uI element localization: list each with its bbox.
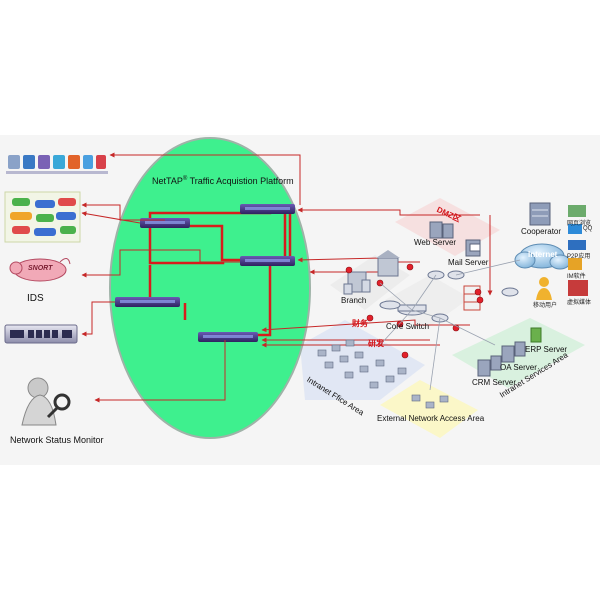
ids-label: IDS xyxy=(27,293,44,304)
network-status-monitor-label: Network Status Monitor xyxy=(10,435,104,445)
app-label-media: 虚拟媒体 xyxy=(567,300,592,306)
dept-label-rnd: 研发 xyxy=(368,339,384,348)
mail-server-label: Mail Server xyxy=(448,258,489,267)
arrow-to-traffic-panel xyxy=(81,202,165,221)
arrow-to-monitor xyxy=(94,340,226,403)
external-pcs xyxy=(411,394,449,409)
platform-title-prefix: NetTAP xyxy=(152,176,183,186)
branch-label: Branch xyxy=(341,296,367,305)
app-label-web: 网页浏览 xyxy=(567,221,592,227)
internet-label: Internet xyxy=(528,250,558,259)
web-server-label: Web Server xyxy=(414,238,457,247)
office-pcs xyxy=(317,339,407,389)
service-servers xyxy=(477,327,542,377)
branch-building-icon xyxy=(343,271,371,295)
hq-building-icon xyxy=(376,250,400,277)
app-label-im: IM软件 xyxy=(567,274,586,280)
arrow-to-traffic-panel-2 xyxy=(81,211,141,224)
cooperator-label: Cooperator xyxy=(521,227,562,236)
app-icon-1 xyxy=(8,155,20,169)
monitor-figure-icon xyxy=(21,377,71,426)
snort-logo xyxy=(9,258,71,282)
platform-title: NetTAP® Traffic Acquistion Platform xyxy=(152,176,294,186)
external-access-zone xyxy=(380,380,478,438)
dept-label-finance: 财务 xyxy=(352,319,368,328)
network-links xyxy=(379,259,521,391)
traffic-flow-panel xyxy=(4,191,81,243)
tap-device-5 xyxy=(198,332,258,342)
tap-device-2 xyxy=(240,204,295,214)
app-icon-4 xyxy=(53,155,65,169)
arrow-to-appliance xyxy=(81,301,115,337)
core-switch-label: Core Switch xyxy=(386,322,430,331)
erp-server-label: ERP Server xyxy=(525,345,568,354)
app-icon-6 xyxy=(83,155,93,169)
right-app-list xyxy=(568,205,588,296)
arrow-to-app-icons xyxy=(109,152,301,205)
tap-device-4 xyxy=(115,297,180,307)
app-icon-5 xyxy=(68,155,80,169)
snort-logo-text: SNORT xyxy=(28,265,53,272)
app-icons-row xyxy=(6,155,108,174)
app-label-p2p: P2P应用 xyxy=(567,254,591,260)
tap-device-3 xyxy=(240,256,295,266)
tap-points xyxy=(345,263,484,359)
internet-cloud-icon xyxy=(514,243,571,270)
app-icon-2 xyxy=(23,155,35,169)
platform-title-sup: ® xyxy=(182,176,188,182)
output-arrows xyxy=(81,152,301,403)
mail-server-icon xyxy=(465,239,481,257)
platform-title-suffix: Traffic Acquistion Platform xyxy=(189,176,294,186)
arrow-to-ids xyxy=(81,249,240,278)
external-network-access-label: External Network Access Area xyxy=(377,414,485,423)
mobile-user-icon xyxy=(536,277,552,300)
rack-appliance xyxy=(4,324,78,344)
app-icon-3 xyxy=(38,155,50,169)
mobile-user-label: 移动用户 xyxy=(533,303,558,309)
web-server-icon xyxy=(429,221,454,239)
crm-server-label: CRM Server xyxy=(472,378,517,387)
app-icon-7 xyxy=(96,155,106,169)
cooperator-server-icon xyxy=(529,202,551,226)
oa-server-label: OA Server xyxy=(500,363,537,372)
app-label-qq: QQ xyxy=(583,226,593,232)
core-zone xyxy=(385,275,470,330)
input-arrows xyxy=(261,207,493,348)
